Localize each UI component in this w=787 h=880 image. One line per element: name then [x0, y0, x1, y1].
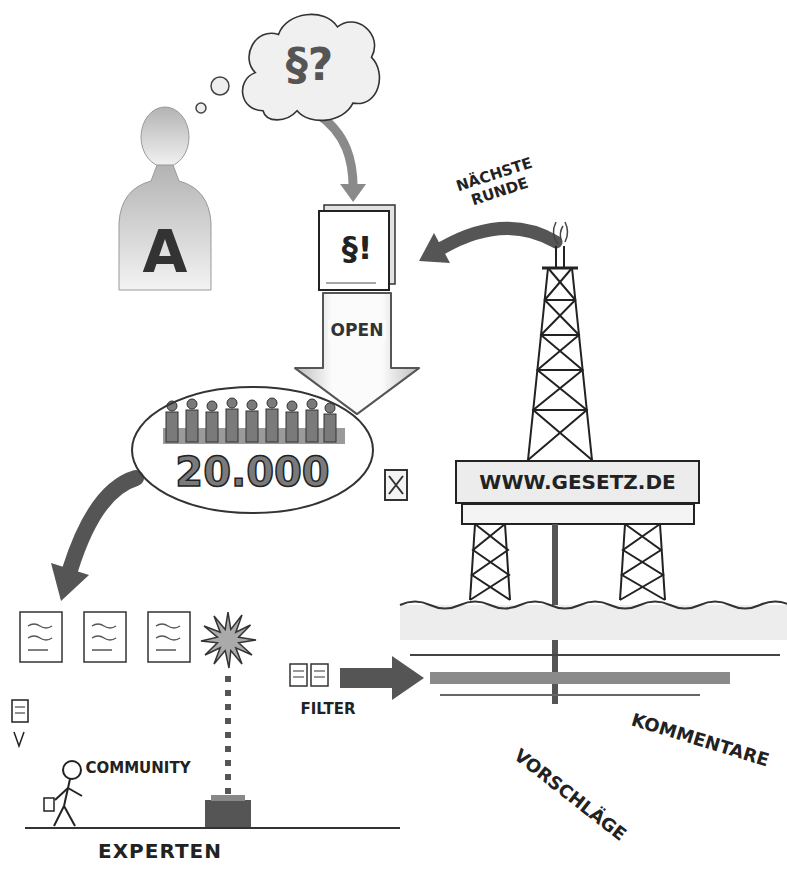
edge-label: OPEN — [328, 320, 387, 342]
node-text: A — [143, 219, 188, 286]
node-text: §! — [342, 230, 373, 267]
law-document: §! — [318, 205, 396, 291]
experts-label: EXPERTEN — [98, 839, 222, 863]
filter-documents — [290, 664, 328, 686]
node-text: 20.000 — [175, 449, 329, 495]
community-figure — [12, 700, 82, 826]
thought-bubbles — [196, 77, 229, 113]
crowd-ellipse: 20.000 — [130, 385, 375, 515]
expert-dots — [225, 676, 231, 794]
thought-cloud: §? — [232, 4, 387, 126]
node-text: WWW.GESETZ.DE — [479, 471, 675, 494]
sea — [400, 602, 787, 696]
connector-line — [317, 114, 353, 188]
ground-line — [25, 827, 400, 829]
comments-label: KOMMENTARE — [629, 709, 772, 771]
round-label: NÄCHSTE RUNDE — [444, 150, 550, 215]
community-label: COMMUNITY — [85, 759, 190, 777]
node-text: §? — [286, 40, 334, 91]
arrow-head — [340, 184, 366, 202]
crowd — [163, 398, 345, 444]
proposal-arrow — [51, 478, 136, 601]
button-symbol — [205, 795, 251, 828]
filter-arrow — [340, 656, 424, 700]
proposals-label: VORSCHLÄGE — [510, 744, 631, 845]
next-round-arrow — [419, 228, 556, 263]
burst-symbol — [201, 612, 256, 668]
checkbox-symbol — [385, 470, 407, 500]
platform-sign: WWW.GESETZ.DE — [455, 460, 700, 504]
flow-arrow — [317, 114, 366, 202]
proposal-documents — [20, 612, 190, 662]
filter-label: FILTER — [301, 700, 356, 718]
person-figure: A — [115, 105, 215, 290]
